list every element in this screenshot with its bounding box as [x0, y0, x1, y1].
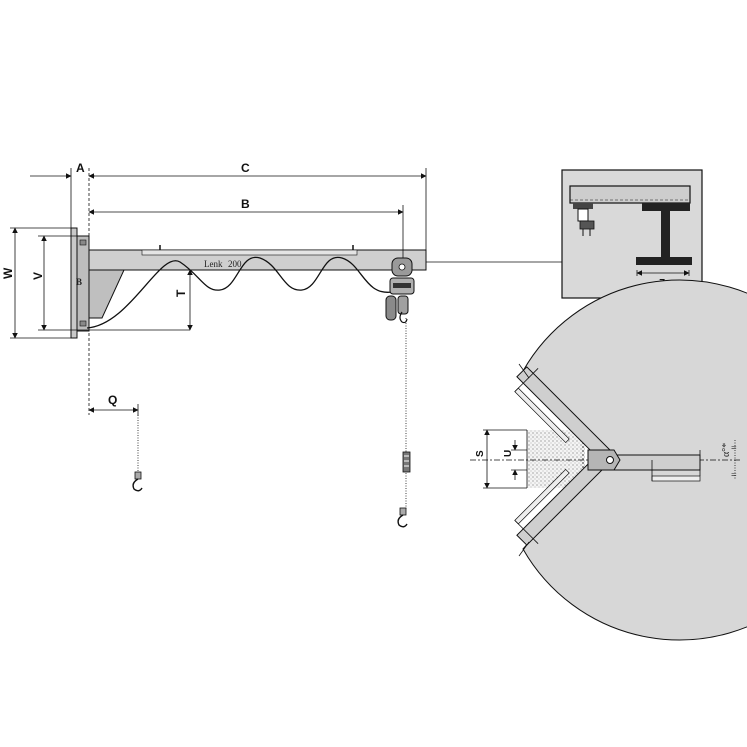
dim-b-label: B	[241, 197, 250, 211]
dim-s-label: S	[475, 450, 486, 457]
dim-alpha-label: α°*	[721, 443, 732, 457]
beam-section-inset: Z	[561, 169, 703, 299]
pendant-control	[402, 451, 411, 473]
boom-capacity-label: 200	[228, 259, 242, 269]
side-view: B Lenk 200	[70, 227, 427, 528]
svg-text:B: B	[76, 277, 82, 287]
boom-strut	[88, 269, 125, 319]
dimensions	[10, 168, 562, 416]
dim-v-label: V	[31, 272, 45, 280]
min-approach-hook	[132, 471, 143, 492]
chain-hoist	[385, 257, 415, 324]
svg-text:=: =	[731, 470, 737, 481]
pivot-bracket	[587, 449, 621, 471]
festoon-cable	[86, 256, 393, 329]
boom-brand-label: Lenk	[204, 259, 223, 269]
dim-a-label: A	[76, 161, 85, 175]
dim-q-label: Q	[108, 393, 117, 407]
load-hook	[397, 507, 408, 528]
dim-c-label: C	[241, 161, 250, 175]
slewing-range-plan: = =	[470, 279, 747, 641]
plan-boom	[605, 454, 701, 471]
dim-u-label: U	[503, 450, 514, 457]
dim-w-label: W	[1, 267, 15, 279]
dim-t-label: T	[174, 289, 188, 297]
svg-text:=: =	[731, 443, 737, 454]
